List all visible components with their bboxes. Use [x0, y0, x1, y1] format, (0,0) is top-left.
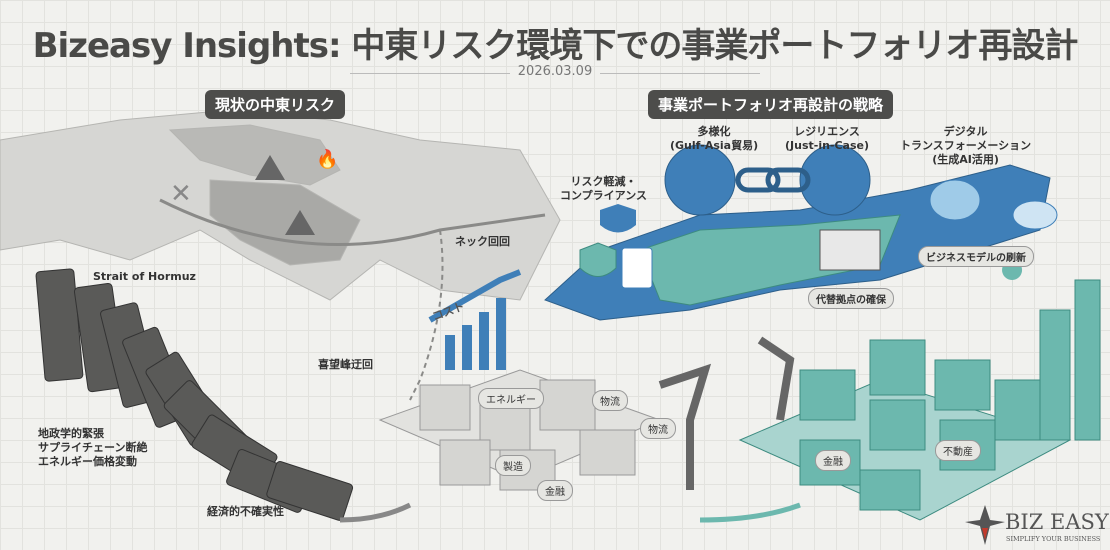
block-label: 金融: [815, 450, 851, 471]
cloud-upload-icon: [1012, 200, 1058, 230]
right-heading: 事業ポートフォリオ再設計の戦略: [648, 90, 894, 119]
globe-icon: [799, 144, 871, 216]
logo-star-icon: [965, 505, 1005, 545]
block-label: 金融: [537, 480, 573, 501]
location-pin-icon: [1002, 260, 1023, 300]
logo-tagline: SIMPLIFY YOUR BUSINESS: [1006, 535, 1101, 543]
stage-title: デジタル: [943, 125, 988, 138]
block-label: 不動産: [935, 440, 981, 461]
strait-label: Strait of Hormuz: [93, 270, 196, 283]
date: 2026.03.09: [517, 64, 593, 79]
cost-arrow: [428, 269, 522, 323]
stage-title: リスク軽減・: [570, 175, 637, 188]
risk-list: 地政学的緊張 サプライチェーン断絶 エネルギー価格変動: [38, 427, 147, 468]
cape-label: 喜望峰迂回: [318, 358, 373, 371]
divider: [600, 73, 760, 74]
cape-route: [409, 229, 444, 401]
stage-digital-transformation: デジタル トランスフォーメーション (生成AI活用): [900, 125, 1031, 166]
checklist-icon: [621, 247, 653, 289]
block-label: 物流: [592, 390, 628, 411]
shield-check-icon: [579, 242, 617, 277]
blocked-x-icon: ✕: [170, 179, 192, 209]
logo-name: BIZ EASY: [1005, 510, 1109, 534]
stage-title: 多様化: [697, 125, 731, 138]
dominoes: [35, 268, 354, 521]
alternative-base-tag: 代替拠点の確保: [808, 288, 894, 309]
stage-title: コンプライアンス: [560, 188, 648, 202]
warehouse-icon: [819, 229, 881, 271]
brain-icon: [929, 179, 981, 221]
stage-resilience: レジリエンス (Just-in-Case): [785, 125, 869, 153]
fire-icon: 🔥: [316, 148, 338, 170]
stage-title: レジリエンス: [794, 125, 860, 138]
shield-check-icon: [600, 204, 636, 233]
risk-item: 地政学的緊張: [38, 427, 104, 440]
block-label: 物流: [640, 418, 676, 439]
stage-title: (Just-in-Case): [785, 138, 870, 152]
business-model-tag: ビジネスモデルの刷新: [918, 246, 1034, 267]
robot-arm: [757, 336, 795, 421]
shipping-route: [159, 198, 546, 246]
transition-arrow: [699, 502, 801, 523]
block-label: 製造: [495, 455, 531, 476]
risk-item: サプライチェーン断絶: [38, 440, 148, 454]
page-title: Bizeasy Insights: 中東リスク環境下での事業ポートフォリオ再設計: [32, 26, 1079, 66]
middle-east-map: [0, 109, 561, 301]
stage-diversification: 多様化 (Gulf-Asia貿易): [670, 125, 758, 153]
globe-icon: [664, 144, 736, 216]
block-label: エネルギー: [478, 388, 544, 409]
divider: [350, 73, 510, 74]
robot-arm: [658, 363, 712, 490]
stage-risk-mitigation: リスク軽減・ コンプライアンス: [560, 175, 647, 203]
transition-arrow: [339, 502, 412, 523]
risk-item: エネルギー価格変動: [38, 454, 137, 468]
cost-chart: [445, 298, 506, 370]
teal-business-blocks: [738, 279, 1101, 521]
stage-title: (Gulf-Asia貿易): [670, 138, 759, 152]
uncertainty-label: 経済的不確実性: [207, 505, 284, 518]
warning-icon: [285, 210, 315, 235]
stage-title: (生成AI活用): [932, 152, 999, 166]
warning-icon: [255, 155, 285, 180]
route-label: ネック回回: [455, 235, 510, 248]
left-heading: 現状の中東リスク: [205, 90, 346, 119]
chain-link-icon: [735, 167, 811, 193]
stage-title: トランスフォーメーション: [900, 138, 1032, 152]
